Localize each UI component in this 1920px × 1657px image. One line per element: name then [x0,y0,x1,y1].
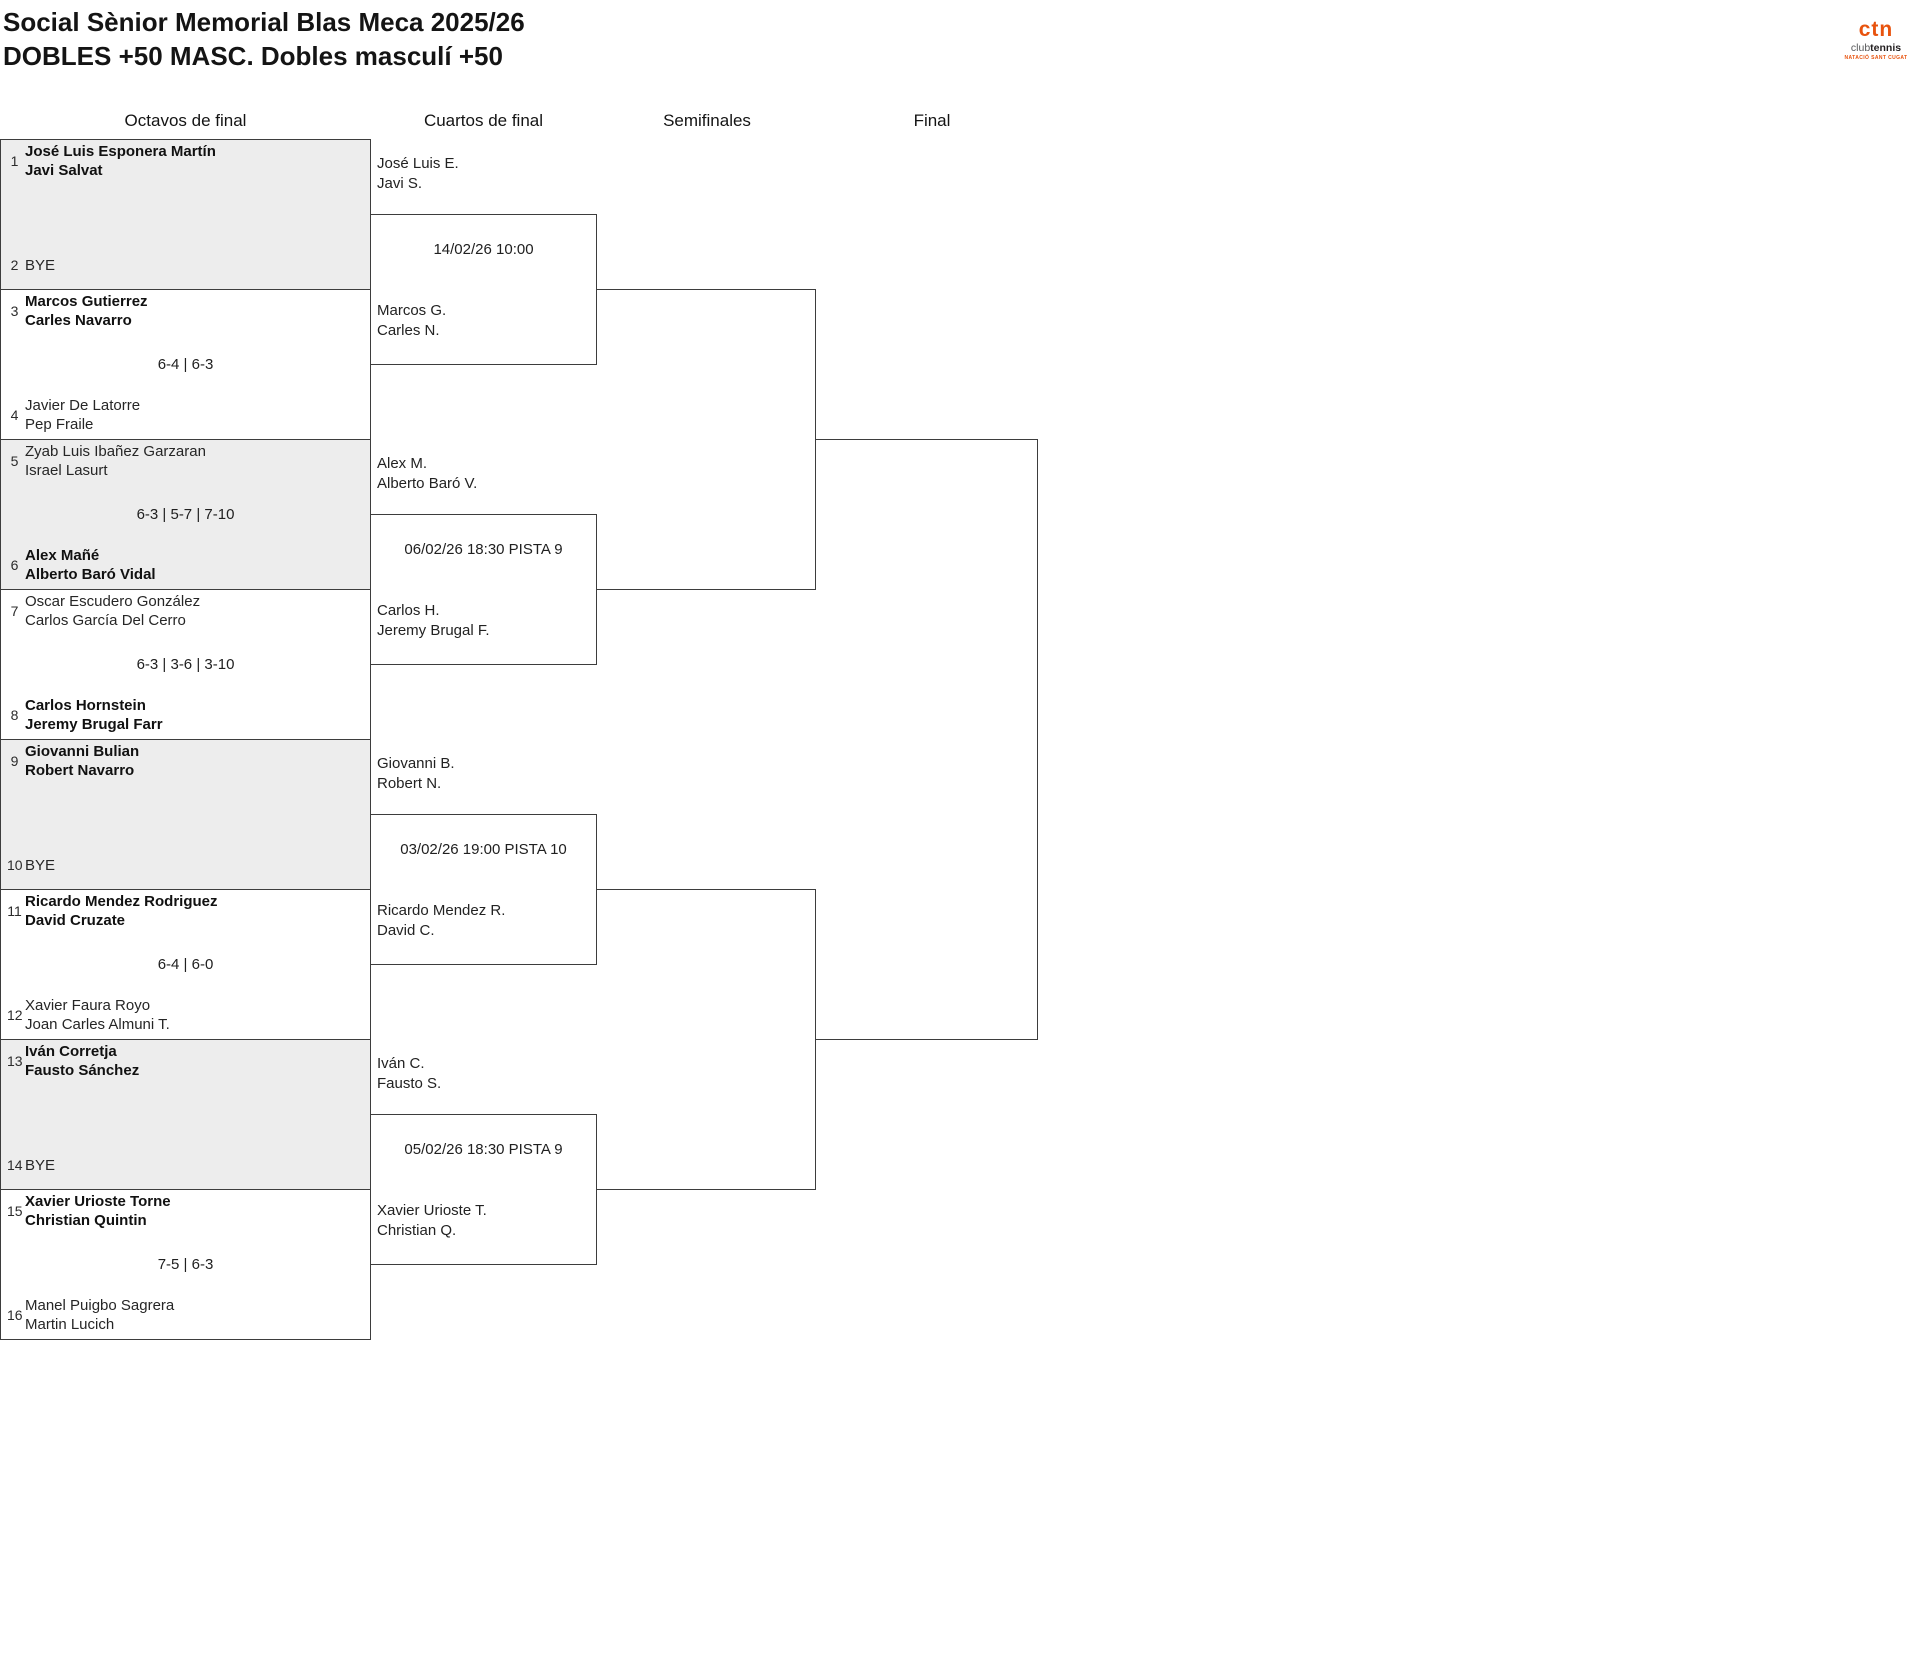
r16-box-seeds-3-4: 3 Marcos Gutierrez Carles Navarro 6-4 | … [0,289,371,440]
bracket-entry: 5 Zyab Luis Ibañez Garzaran Israel Lasur… [7,441,364,481]
seed-number: 1 [10,153,19,169]
sf1-connector-top [596,289,816,290]
qf1-schedule: 14/02/26 10:00 [433,241,534,258]
qf2-schedule: 06/02/26 18:30 PISTA 9 [404,541,563,558]
qf3-schedule: 03/02/26 19:00 PISTA 10 [400,841,567,858]
sf2-winner-line [815,1039,1038,1040]
bracket-entry: 1 José Luis Esponera Martín Javi Salvat [7,141,364,181]
seed-number: 6 [10,557,19,573]
bracket-entry: 10 BYE [7,845,364,885]
r16-box-seeds-11-12: 11 Ricardo Mendez Rodriguez David Cruzat… [0,889,371,1040]
round-header-semifinales: Semifinales [663,111,751,130]
bracket-entry: 4 Javier De Latorre Pep Fraile [7,395,364,435]
club-logo: ctn clubtennis NATACIÓ SANT CUGAT [1843,19,1909,61]
seed-number: 4 [10,407,19,423]
qf3-team1: Giovanni B. Robert N. [377,755,455,792]
team-names: José Luis Esponera Martín Javi Salvat [25,143,216,179]
round-header-octavos: Octavos de final [124,111,247,130]
qf4-team1: Iván C. Fausto S. [377,1055,442,1092]
qf3-match-box [370,814,597,965]
team-names: Zyab Luis Ibañez Garzaran Israel Lasurt [25,443,206,479]
round-header-cuartos: Cuartos de final [423,111,544,130]
seed-number: 11 [7,903,22,919]
draw-name: DOBLES +50 MASC. Dobles masculí +50 [3,41,503,71]
seed-number: 7 [10,603,19,619]
match-score: 6-3 | 5-7 | 7-10 [136,506,235,523]
bracket-entry: 16 Manel Puigbo Sagrera Martin Lucich [7,1295,364,1335]
seed-number: 14 [7,1157,23,1173]
club-logo-icon: ctn [1858,18,1894,41]
bracket-entry: 8 Carlos Hornstein Jeremy Brugal Farr [7,695,364,735]
seed-number: 16 [7,1307,23,1323]
team-names: BYE [25,256,56,274]
bracket-entry: 7 Oscar Escudero González Carlos García … [7,591,364,631]
qf1-team1: José Luis E. Javi S. [377,155,459,192]
r16-box-seeds-15-16: 15 Xavier Urioste Torne Christian Quinti… [0,1189,371,1340]
bracket-entry: 12 Xavier Faura Royo Joan Carles Almuni … [7,995,364,1035]
sf1-connector-bottom [596,589,816,590]
match-score: 7-5 | 6-3 [157,1256,214,1273]
team-names: Iván Corretja Fausto Sánchez [25,1043,140,1079]
team-names: Javier De Latorre Pep Fraile [25,397,141,433]
qf1-team2: Marcos G. Carles N. [377,302,447,339]
team-names: Manel Puigbo Sagrera Martin Lucich [25,1297,175,1333]
qf4-team2: Xavier Urioste T. Christian Q. [377,1202,487,1239]
bracket-entry: 15 Xavier Urioste Torne Christian Quinti… [7,1191,364,1231]
team-names: Alex Mañé Alberto Baró Vidal [25,547,156,583]
seed-number: 13 [7,1053,23,1069]
qf2-match-box [370,514,597,665]
sf1-winner-line [815,439,1038,440]
qf4-schedule: 05/02/26 18:30 PISTA 9 [404,1141,563,1158]
team-names: Marcos Gutierrez Carles Navarro [25,293,148,329]
bracket-entry: 3 Marcos Gutierrez Carles Navarro [7,291,364,331]
team-names: Carlos Hornstein Jeremy Brugal Farr [25,697,163,733]
seed-number: 2 [10,257,19,273]
qf4-match-box [370,1114,597,1265]
team-names: Xavier Urioste Torne Christian Quintin [25,1193,171,1229]
qf2-team2: Carlos H. Jeremy Brugal F. [377,602,490,639]
r16-box-seeds-7-8: 7 Oscar Escudero González Carlos García … [0,589,371,740]
round-header-final: Final [913,111,951,130]
bracket-entry: 14 BYE [7,1145,364,1185]
seed-number: 15 [7,1203,23,1219]
seed-number: 5 [10,453,19,469]
team-names: Xavier Faura Royo Joan Carles Almuni T. [25,997,170,1033]
seed-number: 10 [7,857,23,873]
final-bracket-line [1037,439,1038,1040]
seed-number: 9 [10,753,19,769]
club-logo-wordmark: clubtennis [1850,42,1902,54]
tournament-name: Social Sènior Memorial Blas Meca 2025/26 [3,7,525,37]
seed-number: 8 [10,707,19,723]
team-names: Ricardo Mendez Rodriguez David Cruzate [25,893,218,929]
sf2-connector-top [596,889,816,890]
r16-box-seeds-1-2: 1 José Luis Esponera Martín Javi Salvat … [0,139,371,290]
bracket-entry: 6 Alex Mañé Alberto Baró Vidal [7,545,364,585]
team-names: BYE [25,856,56,874]
team-names: Oscar Escudero González Carlos García De… [25,593,201,629]
bracket-entry: 2 BYE [7,245,364,285]
r16-box-seeds-13-14: 13 Iván Corretja Fausto Sánchez 14 BYE [0,1039,371,1190]
match-score: 6-4 | 6-0 [157,956,214,973]
bracket-entry: 11 Ricardo Mendez Rodriguez David Cruzat… [7,891,364,931]
qf3-team2: Ricardo Mendez R. David C. [377,902,506,939]
r16-box-seeds-5-6: 5 Zyab Luis Ibañez Garzaran Israel Lasur… [0,439,371,590]
team-names: Giovanni Bulian Robert Navarro [25,743,140,779]
bracket-entry: 13 Iván Corretja Fausto Sánchez [7,1041,364,1081]
match-score: 6-4 | 6-3 [157,356,214,373]
match-score: 6-3 | 3-6 | 3-10 [136,656,235,673]
team-names: BYE [25,1156,56,1174]
seed-number: 12 [7,1007,23,1023]
r16-box-seeds-9-10: 9 Giovanni Bulian Robert Navarro 10 BYE [0,739,371,890]
qf2-team1: Alex M. Alberto Baró V. [377,455,478,492]
sf2-connector-bottom [596,1189,816,1190]
qf1-match-box [370,214,597,365]
seed-number: 3 [10,303,19,319]
bracket-entry: 9 Giovanni Bulian Robert Navarro [7,741,364,781]
page-title: Social Sènior Memorial Blas Meca 2025/26… [3,5,525,73]
club-logo-subtitle: NATACIÓ SANT CUGAT [1844,54,1908,61]
